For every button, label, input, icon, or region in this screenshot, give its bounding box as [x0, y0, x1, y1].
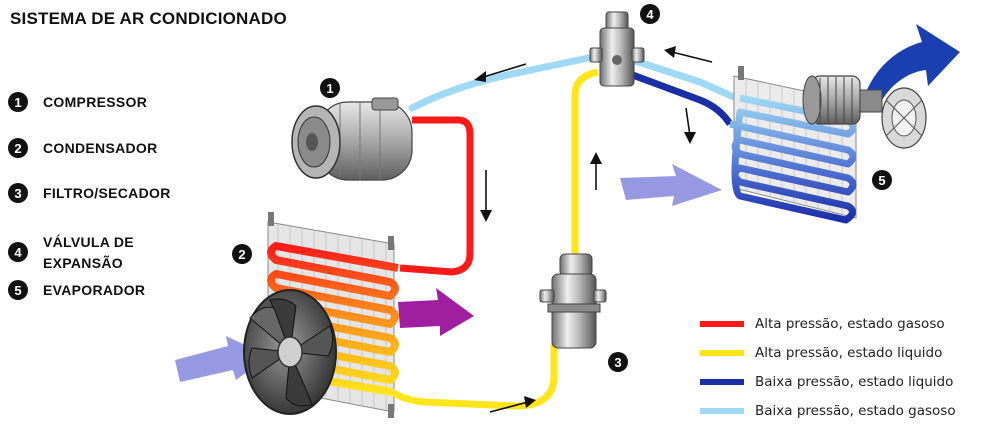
component-item-compressor: 1 COMPRESSOR [8, 92, 147, 112]
legend-label: Alta pressão, estado gasoso [755, 316, 945, 332]
marker-2: 2 [232, 244, 252, 264]
fan [243, 289, 337, 415]
line-high-gas-to-condenser [399, 116, 474, 276]
component-item-evaporator: 5 EVAPORADOR [8, 280, 145, 300]
compressor [291, 97, 413, 181]
component-number-badge: 4 [8, 242, 28, 262]
component-number-badge: 2 [8, 138, 28, 158]
component-label: COMPRESSOR [43, 94, 148, 110]
flow-arrows [474, 46, 713, 413]
component-label: CONDENSADOR [43, 140, 158, 156]
component-number-badge: 5 [8, 280, 28, 300]
legend-swatch [700, 379, 744, 385]
blower [802, 75, 927, 149]
marker-1: 1 [320, 78, 340, 98]
legend-swatch [700, 350, 744, 356]
component-label: VÁLVULA DE EXPANSÃO [43, 234, 134, 271]
page-title: SISTEMA DE AR CONDICIONADO [10, 9, 287, 28]
svg-text:1: 1 [326, 81, 333, 96]
svg-text:2: 2 [238, 247, 245, 262]
component-item-condenser: 2 CONDENSADOR [8, 138, 158, 158]
component-number-badge: 3 [8, 183, 28, 203]
line-low-gas-from-evaporator [630, 56, 738, 102]
component-label: EVAPORADOR [43, 282, 146, 298]
legend-item-low-liquid: Baixa pressão, estado liquido [700, 374, 953, 390]
line-low-gas-to-compressor [408, 52, 602, 112]
legend-swatch [700, 408, 744, 414]
component-label: FILTRO/SECADOR [43, 185, 171, 201]
expansion-valve [589, 11, 645, 87]
line-high-liquid-to-filter [390, 344, 558, 410]
svg-text:5: 5 [878, 173, 885, 188]
legend-swatch [700, 321, 744, 327]
legend-label: Alta pressão, estado liquido [755, 345, 943, 361]
legend-item-low-gas: Baixa pressão, estado gasoso [700, 403, 956, 419]
component-item-filter-drier: 3 FILTRO/SECADOR [8, 183, 171, 203]
line-high-liquid-to-valve [571, 68, 599, 262]
component-item-expansion-valve: 4 VÁLVULA DE EXPANSÃO [8, 232, 134, 274]
marker-4: 4 [640, 4, 660, 24]
legend-item-high-gas: Alta pressão, estado gasoso [700, 316, 945, 332]
legend-label: Baixa pressão, estado gasoso [755, 403, 956, 419]
filter-drier [539, 253, 607, 349]
marker-5: 5 [872, 170, 892, 190]
component-number-badge: 1 [8, 92, 28, 112]
airflow-blower-out-arrow [866, 24, 960, 100]
legend-label: Baixa pressão, estado liquido [755, 374, 954, 390]
airflow-condenser-out-arrow [398, 288, 474, 336]
legend-item-high-liquid: Alta pressão, estado liquido [700, 345, 942, 361]
line-low-liquid-to-evaporator [628, 70, 733, 126]
svg-text:4: 4 [646, 7, 654, 22]
airflow-evaporator-inlet-arrow [620, 164, 722, 206]
svg-text:3: 3 [614, 355, 621, 370]
marker-3: 3 [608, 352, 628, 372]
